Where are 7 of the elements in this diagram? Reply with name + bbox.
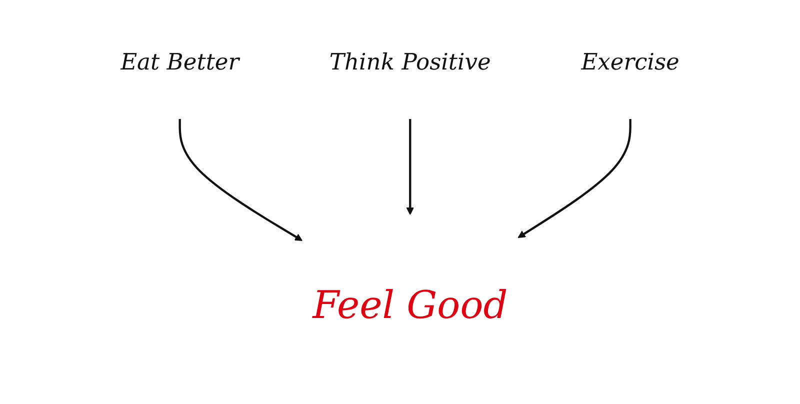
node-text: Exercise [581,50,680,76]
arrow [406,119,414,215]
arrow [178,119,302,241]
node-text: Feel Good [312,283,508,328]
node-text: Eat Better [120,50,240,76]
arrow [518,119,632,238]
node-text: Think Positive [329,50,491,76]
